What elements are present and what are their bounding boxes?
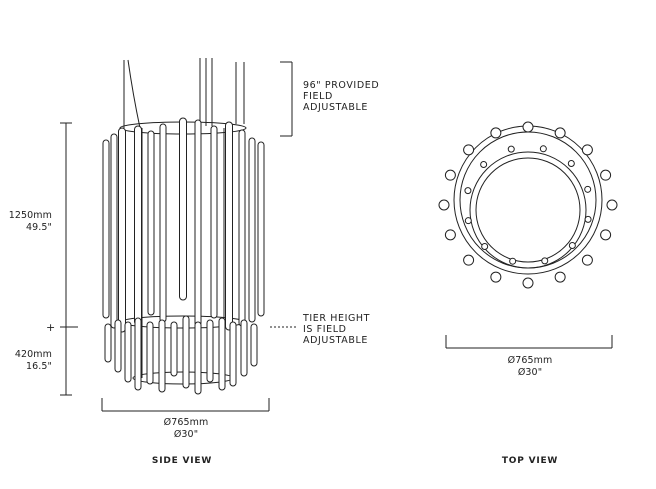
inner-rod-head — [464, 217, 472, 225]
inner-rod-head — [509, 257, 517, 265]
inner-rod-head — [584, 215, 592, 223]
cable-note-bracket — [280, 61, 293, 137]
lower-rod — [229, 321, 237, 387]
outer-rod-head — [581, 144, 593, 156]
tier-note-line-2: IS FIELD — [303, 324, 347, 335]
lower-rod — [114, 319, 122, 373]
outer-rod-head — [490, 271, 502, 283]
outer-rod-head — [438, 199, 450, 211]
inner-rod-head — [507, 145, 515, 153]
cable-note-line-2: FIELD — [303, 91, 333, 102]
lower-rod — [134, 317, 142, 391]
upper-rod — [257, 141, 265, 317]
tier-note-line-1: TIER HEIGHT — [302, 313, 370, 324]
outer-rod-head — [444, 169, 456, 181]
top-diameter-mm: Ø765mm — [508, 355, 553, 366]
upper-rod — [238, 129, 246, 327]
outer-rod-head — [463, 144, 475, 156]
height-upper-mm: 1250mm — [9, 210, 52, 221]
upper-rod — [210, 125, 218, 319]
inner-rod-head — [567, 160, 575, 168]
side-view-drawing: + 1250mm 49.5" 420mm 16.5" Ø765mm Ø30" 9… — [9, 58, 379, 466]
inner-rod-head — [480, 160, 488, 168]
height-lower-in: 16.5" — [26, 361, 52, 372]
top-diameter-in: Ø30" — [518, 367, 542, 378]
outer-rod-head — [463, 254, 475, 266]
inner-rod-head — [568, 242, 576, 250]
lower-rod — [206, 319, 214, 383]
outer-rod-head — [522, 121, 534, 133]
top-view-rod-heads — [438, 121, 618, 289]
inner-rod-head — [464, 187, 472, 195]
lower-rod — [194, 321, 202, 395]
upper-rod — [102, 139, 110, 319]
outer-rod-head — [606, 199, 618, 211]
outer-rod-head — [600, 169, 612, 181]
outer-rod-head — [522, 277, 534, 289]
height-lower-mm: 420mm — [15, 349, 52, 360]
inner-rod-head — [541, 257, 549, 265]
top-view-drawing: Ø765mm Ø30" TOP VIEW — [438, 121, 618, 466]
lower-tier-rods — [104, 315, 258, 395]
inner-rod-head — [539, 145, 547, 153]
outer-rod-head — [554, 271, 566, 283]
upper-rod — [179, 117, 187, 301]
outer-rod-head — [600, 229, 612, 241]
inner-rod-head — [481, 242, 489, 250]
cable-note-line-1: 96" PROVIDED — [303, 80, 379, 91]
lower-rod — [182, 315, 190, 389]
top-diameter-line — [445, 335, 613, 349]
upper-rod — [159, 123, 167, 323]
height-upper-in: 49.5" — [26, 222, 52, 233]
lower-rod — [104, 323, 112, 363]
upper-rod — [225, 121, 233, 331]
tier-split-mark: + — [46, 321, 55, 334]
lower-rod — [170, 321, 178, 377]
lower-rod — [146, 321, 154, 385]
outer-rod-head — [444, 229, 456, 241]
top-view-caption: TOP VIEW — [502, 456, 558, 466]
side-view-caption: SIDE VIEW — [152, 456, 212, 466]
outer-rod-head — [490, 127, 502, 139]
upper-tier-rods — [102, 117, 265, 333]
upper-rod — [118, 127, 126, 333]
lower-rod — [250, 323, 258, 367]
lower-rod — [158, 319, 166, 393]
side-diameter-line — [101, 398, 270, 412]
lower-rod — [124, 321, 132, 383]
height-dimension-line — [60, 122, 78, 396]
suspension-cables — [123, 58, 245, 129]
lower-rod — [240, 319, 248, 377]
outer-rod-head — [581, 254, 593, 266]
outer-rod-head — [554, 127, 566, 139]
top-view-rings — [453, 125, 603, 275]
upper-rod — [110, 133, 118, 329]
upper-rod — [248, 137, 256, 323]
side-diameter-in: Ø30" — [174, 429, 198, 440]
upper-rod — [147, 130, 155, 316]
lower-rod — [218, 317, 226, 391]
side-diameter-mm: Ø765mm — [164, 417, 209, 428]
upper-rod — [194, 119, 202, 327]
upper-rod — [134, 125, 142, 326]
cable-note-line-3: ADJUSTABLE — [303, 102, 368, 113]
inner-rod-head — [584, 185, 592, 193]
tier-note-line-3: ADJUSTABLE — [303, 335, 368, 346]
